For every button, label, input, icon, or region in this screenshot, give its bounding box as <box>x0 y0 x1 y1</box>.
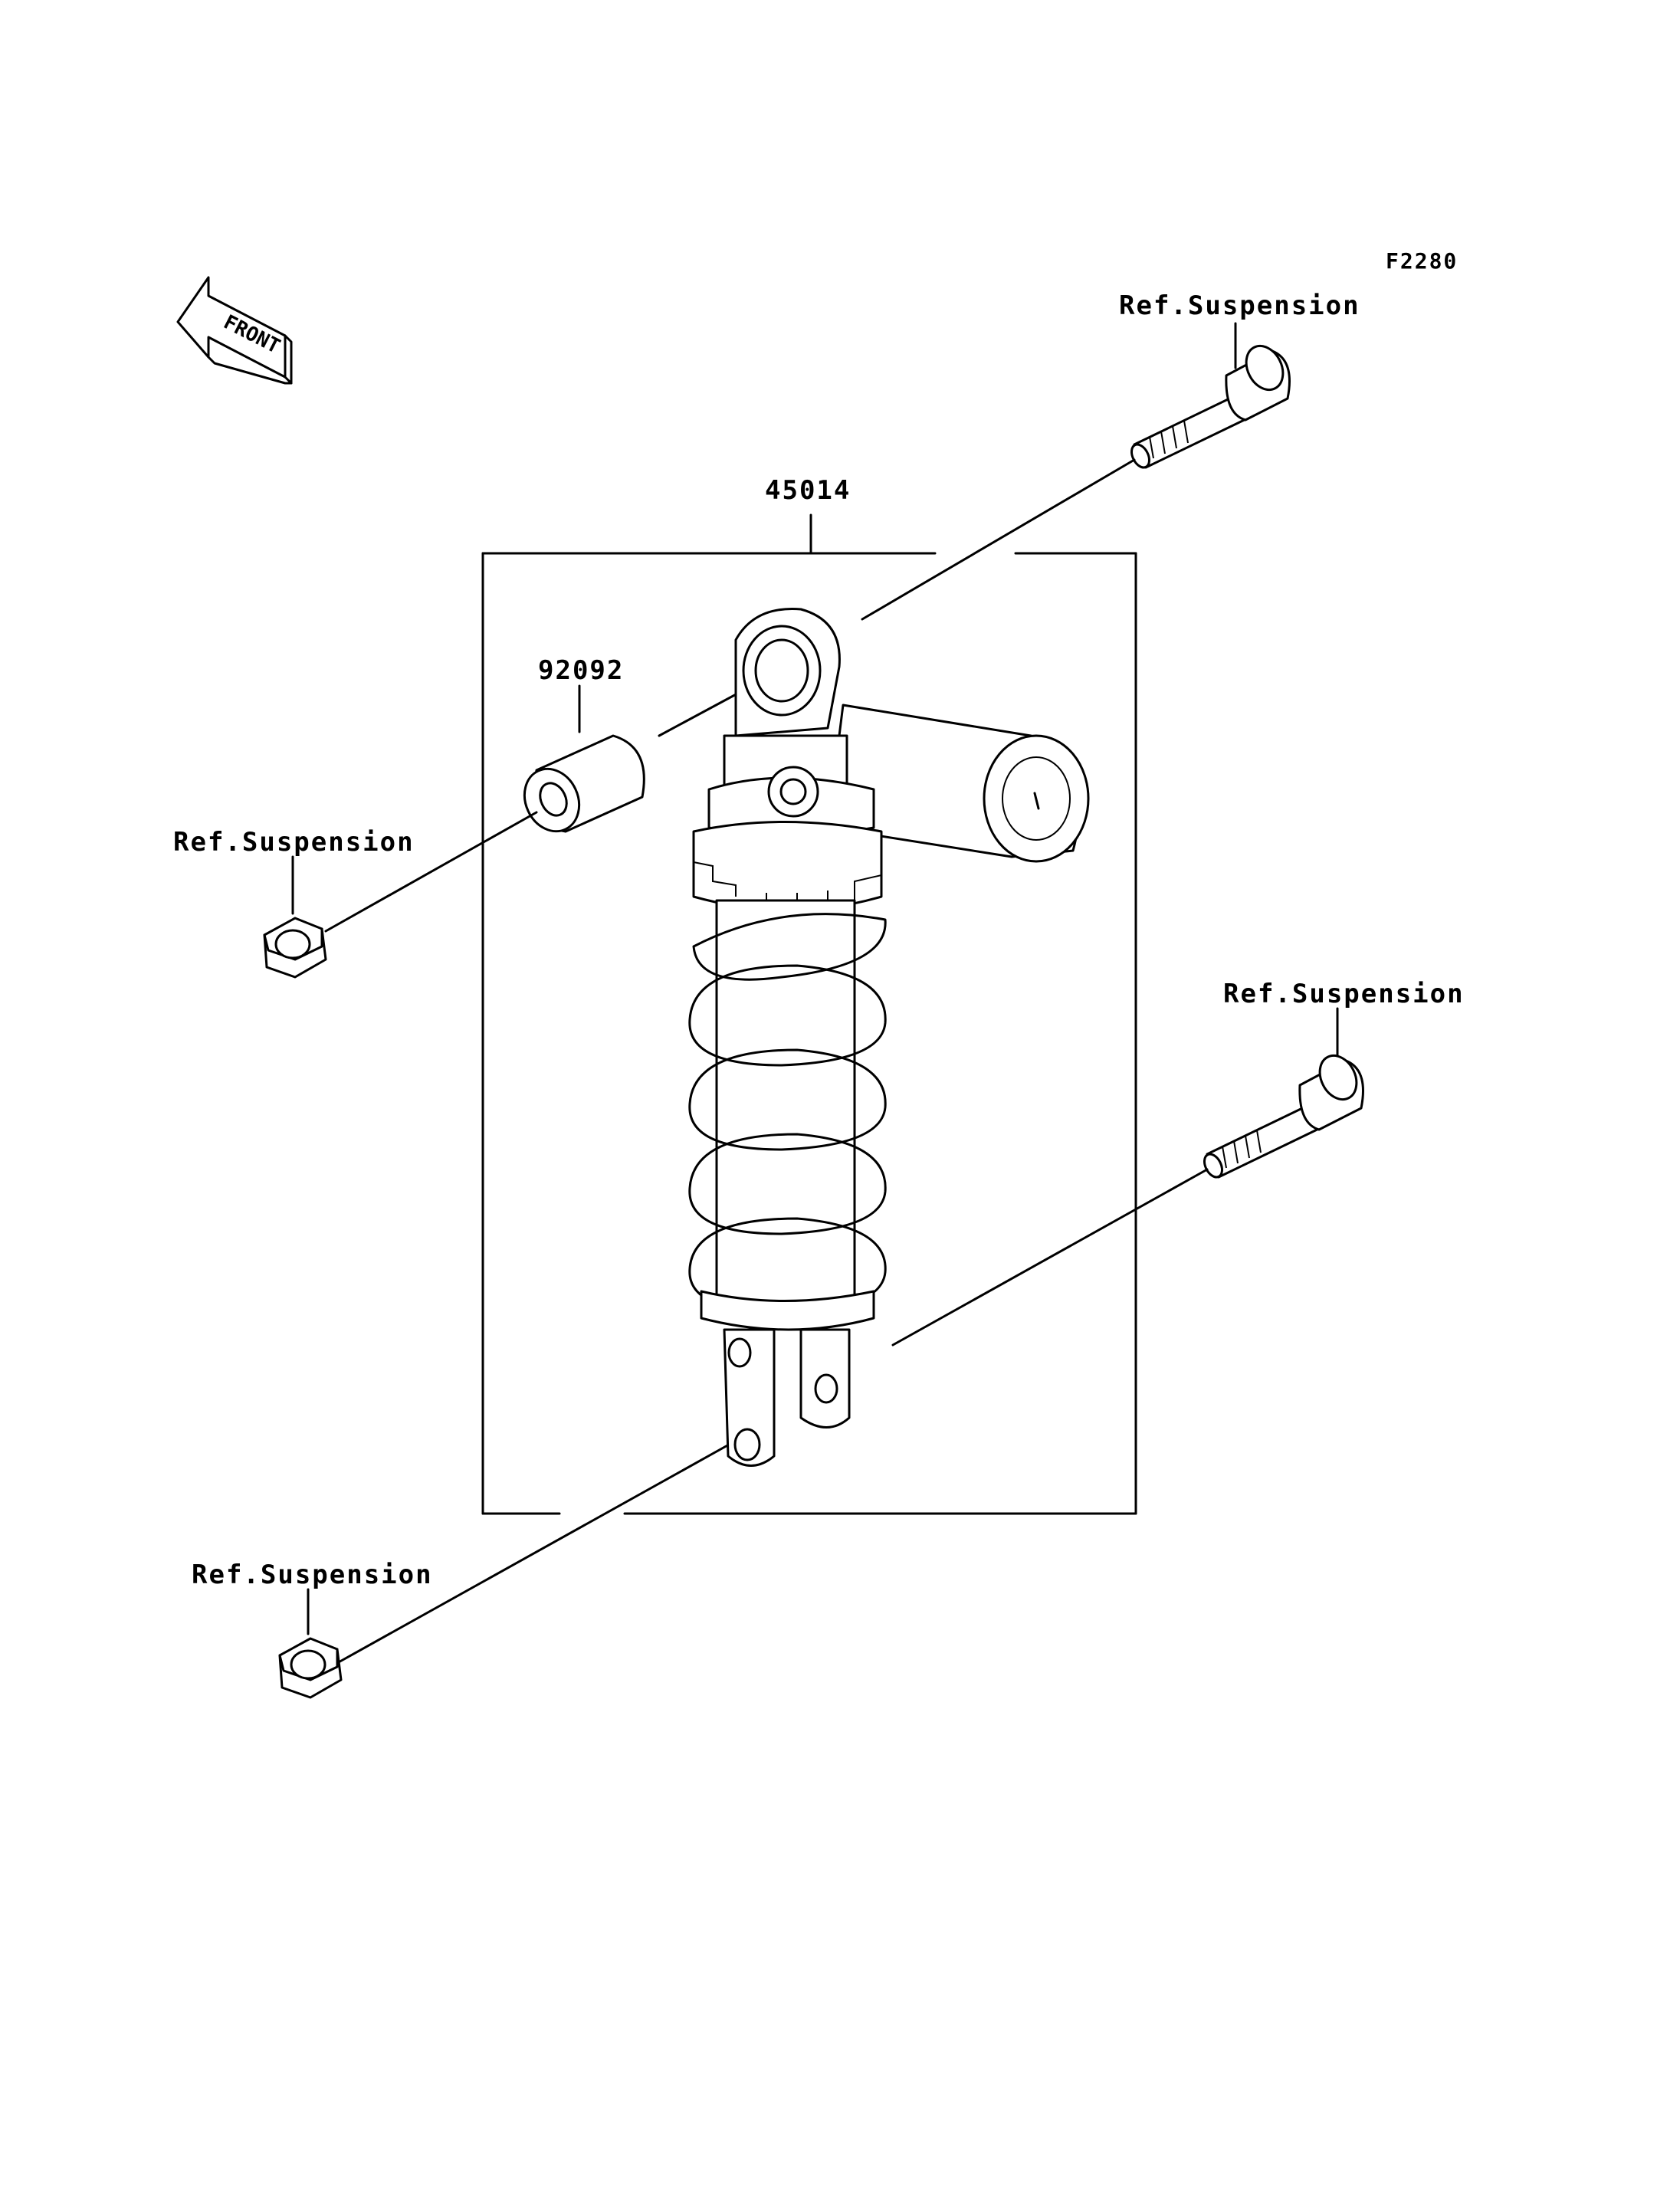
ref-suspension-top-bolt[interactable]: Ref.Suspension <box>1119 290 1360 321</box>
bottom-nut <box>278 1637 343 1699</box>
ref-suspension-bottom-nut[interactable]: Ref.Suspension <box>192 1560 433 1590</box>
part-number-92092[interactable]: 92092 <box>538 655 625 686</box>
top-nut <box>263 917 327 979</box>
assembly-bracket <box>481 513 1137 1515</box>
collar-92092 <box>523 734 645 833</box>
front-arrow-icon <box>176 276 293 385</box>
shock-absorber-45014 <box>688 608 1090 1467</box>
ref-suspension-top-nut[interactable]: Ref.Suspension <box>173 827 415 858</box>
ref-suspension-bottom-bolt[interactable]: Ref.Suspension <box>1223 979 1465 1009</box>
top-bolt <box>1130 344 1291 469</box>
bottom-bolt <box>1203 1054 1364 1179</box>
part-number-45014[interactable]: 45014 <box>765 475 851 506</box>
figure-code: F2280 <box>1386 248 1459 274</box>
